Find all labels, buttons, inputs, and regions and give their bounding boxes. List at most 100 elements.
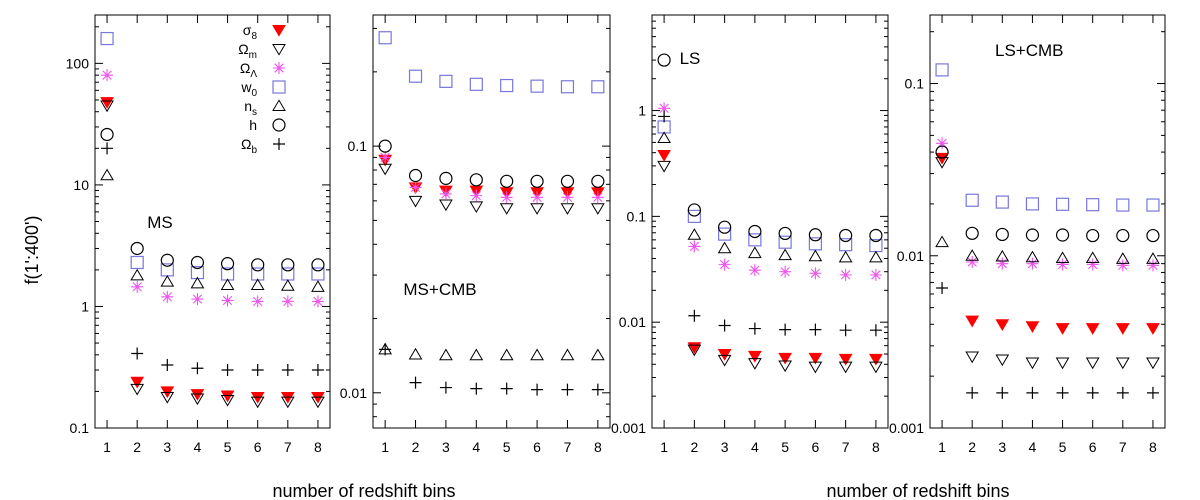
data-point-h <box>869 228 883 243</box>
data-point-omega_b <box>281 364 294 377</box>
legend-marker-n_s <box>272 99 286 111</box>
data-point-h <box>1116 228 1130 243</box>
data-point-omega_m <box>1085 357 1100 370</box>
data-point-n_s <box>1055 251 1070 264</box>
x-tick-label: 6 <box>1089 439 1097 455</box>
data-point-h <box>591 174 605 188</box>
data-point-w0 <box>778 235 792 249</box>
legend-marker-omega_lambda <box>273 62 285 74</box>
data-point-n_s <box>408 347 423 360</box>
data-point-w0 <box>718 227 732 241</box>
panel-label: LS+CMB <box>995 41 1064 60</box>
data-point-omega_b <box>251 364 264 377</box>
data-point-omega_m <box>778 360 793 373</box>
series-w0 <box>657 120 883 253</box>
data-point-n_s <box>160 274 175 287</box>
data-point-omega_lambda <box>688 240 701 253</box>
series-sigma8 <box>935 152 1160 335</box>
plot-frame <box>372 14 611 429</box>
x-tick-label: 1 <box>938 439 946 455</box>
data-point-h <box>778 226 792 241</box>
data-point-omega_b <box>379 343 392 356</box>
data-point-omega_lambda <box>748 264 761 277</box>
data-point-omega_m <box>747 358 762 370</box>
data-point-sigma8 <box>1055 323 1070 335</box>
data-point-h <box>1055 228 1070 242</box>
y-tick-label: 1 <box>81 298 89 314</box>
legend-marker-h <box>272 118 286 132</box>
y-tick-label: 0.01 <box>619 314 646 330</box>
y-tick-label: 0.1 <box>627 208 647 224</box>
data-point-omega_lambda <box>1116 259 1129 272</box>
data-point-omega_b <box>1116 386 1129 399</box>
data-point-omega_b <box>191 362 204 375</box>
data-point-n_s <box>469 348 484 361</box>
data-point-w0 <box>1025 197 1040 211</box>
data-point-w0 <box>687 209 701 223</box>
data-point-omega_m <box>560 203 575 215</box>
data-point-h <box>808 228 822 242</box>
data-point-w0 <box>935 63 949 77</box>
data-point-w0 <box>995 195 1009 209</box>
y-tick-label: 0.01 <box>340 385 367 401</box>
data-point-w0 <box>100 31 114 46</box>
data-point-omega_m <box>717 354 732 367</box>
data-point-omega_b <box>688 309 701 322</box>
y-tick-label: 0.1 <box>905 76 925 92</box>
data-point-w0 <box>500 78 514 93</box>
data-point-omega_lambda <box>409 181 422 194</box>
y-tick-label: 0.001 <box>611 420 646 436</box>
series-w0 <box>378 31 605 94</box>
data-point-omega_lambda <box>718 258 731 271</box>
data-point-h <box>995 227 1009 242</box>
data-point-omega_b <box>409 376 422 389</box>
data-point-omega_lambda <box>658 102 671 115</box>
data-point-n_s <box>935 235 949 248</box>
data-point-h <box>439 171 453 185</box>
data-point-h <box>530 174 544 188</box>
data-point-omega_b <box>1026 386 1039 399</box>
series-h <box>378 139 605 188</box>
data-point-omega_lambda <box>500 191 513 204</box>
x-tick-label: 6 <box>533 439 541 455</box>
data-point-omega_b <box>1146 386 1159 399</box>
data-point-n_s <box>1085 251 1100 264</box>
data-point-sigma8 <box>965 315 980 328</box>
x-tick-label: 7 <box>284 439 292 455</box>
data-point-n_s <box>190 276 205 289</box>
data-point-sigma8 <box>1115 323 1130 335</box>
data-point-h <box>160 253 174 267</box>
data-point-omega_b <box>500 382 513 395</box>
data-point-omega_m <box>838 361 853 374</box>
data-point-h <box>500 174 514 188</box>
series-h <box>657 53 883 243</box>
data-point-n_s <box>250 278 265 291</box>
x-tick-label: 2 <box>133 439 141 455</box>
data-point-w0 <box>657 120 671 134</box>
data-point-omega_b <box>779 323 792 336</box>
series-h <box>100 127 325 272</box>
data-point-sigma8 <box>838 353 853 366</box>
legend-label-sigma8: σ8 <box>243 22 258 42</box>
data-point-n_s <box>220 278 235 291</box>
data-point-sigma8 <box>311 391 325 404</box>
data-point-sigma8 <box>1025 321 1040 333</box>
legend-label-w0: w0 <box>240 79 257 99</box>
data-point-omega_lambda <box>131 280 144 293</box>
data-point-w0 <box>469 77 483 91</box>
x-tick-label: 4 <box>194 439 202 455</box>
data-point-h <box>1025 228 1040 242</box>
data-point-omega_b <box>131 347 144 360</box>
data-point-n_s <box>657 131 671 144</box>
data-point-omega_m <box>250 396 265 409</box>
series-omega_b <box>658 110 882 337</box>
data-point-h <box>311 258 325 272</box>
series-omega_lambda <box>658 102 882 281</box>
data-point-n_s <box>965 249 980 261</box>
data-point-n_s <box>439 348 453 361</box>
x-tick-label: 8 <box>1149 439 1157 455</box>
